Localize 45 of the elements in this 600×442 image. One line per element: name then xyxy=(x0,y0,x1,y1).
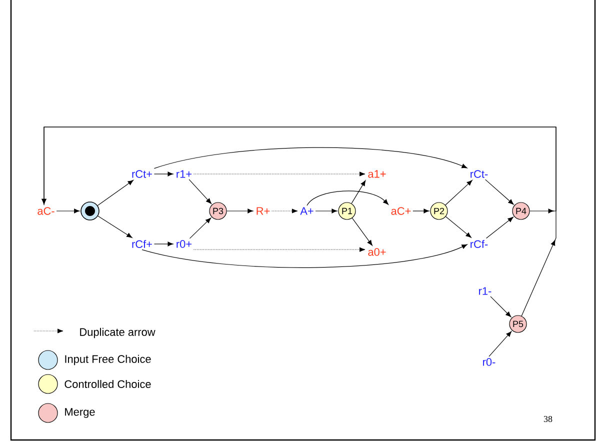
signal-label: R+ xyxy=(256,207,270,215)
arrow xyxy=(98,216,132,238)
arrow xyxy=(446,216,472,238)
signal-label: aC+ xyxy=(391,207,411,215)
choice-place-circle xyxy=(80,202,100,220)
arrow xyxy=(306,190,389,206)
arrow xyxy=(154,172,174,176)
arrow xyxy=(188,179,212,204)
arrow xyxy=(315,208,338,214)
arrow xyxy=(56,208,80,214)
arrow xyxy=(488,331,512,357)
signal-label: aC- xyxy=(38,207,54,215)
signal-label: rCt- xyxy=(470,170,488,178)
signal-label: r0+ xyxy=(176,240,192,248)
arrow xyxy=(189,218,212,239)
arrow xyxy=(97,180,134,206)
signal-label: r1+ xyxy=(176,170,192,178)
arrow xyxy=(272,208,298,214)
arrow xyxy=(154,242,174,246)
legend-text: Merge xyxy=(65,408,95,418)
arrow xyxy=(490,296,512,318)
signal-label: a0+ xyxy=(368,248,386,256)
legend-text: Controlled Choice xyxy=(64,380,151,388)
legend-text: Duplicate arrow xyxy=(80,328,156,338)
arrow xyxy=(194,172,366,176)
arrow xyxy=(351,180,366,204)
signal-label: a1+ xyxy=(368,170,386,178)
page-number: 38 xyxy=(544,416,552,422)
arrow xyxy=(486,216,514,239)
arrow xyxy=(485,179,514,205)
signal-label: r0- xyxy=(483,358,496,366)
arrow xyxy=(226,208,254,214)
legend-text: Input Free Choice xyxy=(65,354,151,366)
signal-label: A+ xyxy=(300,207,314,215)
signal-label: r1- xyxy=(479,287,492,295)
signal-label: rCf+ xyxy=(132,240,152,248)
arrow xyxy=(154,147,468,169)
signal-label: rCf- xyxy=(470,240,488,248)
arrow xyxy=(194,247,366,252)
arrow xyxy=(352,218,372,246)
arrow xyxy=(42,126,556,316)
signal-label: rCt+ xyxy=(132,170,152,178)
arrow xyxy=(142,244,468,268)
arrow xyxy=(445,180,472,206)
arrow xyxy=(412,208,430,214)
